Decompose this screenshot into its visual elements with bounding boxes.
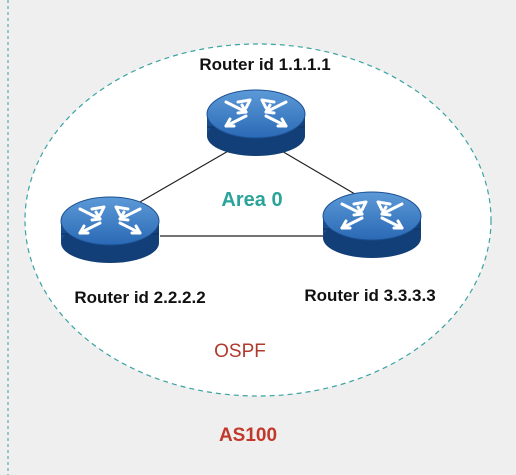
as-label: AS100 [219, 425, 277, 446]
router-icon[interactable] [59, 195, 161, 265]
protocol-label: OSPF [214, 341, 266, 362]
router-icon[interactable] [321, 190, 423, 260]
area-label: Area 0 [221, 189, 282, 211]
router-label-3: Router id 3.3.3.3 [304, 286, 435, 305]
router-icon[interactable] [205, 88, 307, 158]
as-boundary-ellipse [24, 43, 492, 397]
link-r1-r2 [139, 149, 231, 203]
router-label-1: Router id 1.1.1.1 [199, 55, 330, 74]
link-r1-r3 [279, 149, 361, 198]
router-label-2: Router id 2.2.2.2 [74, 288, 205, 307]
